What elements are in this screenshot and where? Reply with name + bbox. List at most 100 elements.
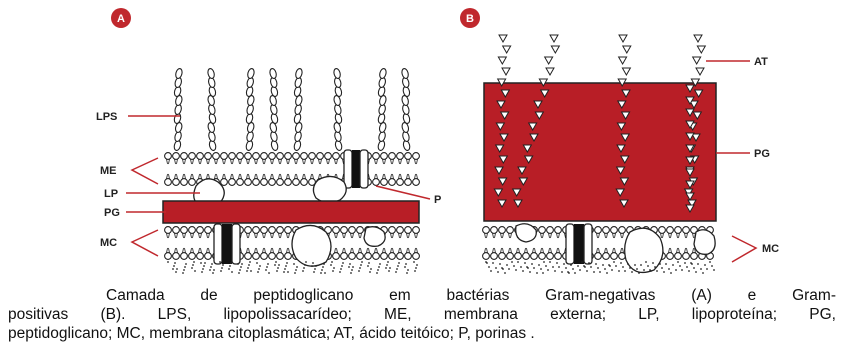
cytoplasm-dot xyxy=(201,271,203,273)
cytoplasmic-lipid-b-head xyxy=(603,253,610,260)
cytoplasmic-lipid-b-head xyxy=(547,253,554,260)
teichoic-acid-unit xyxy=(498,57,506,64)
membrane-protein-channel xyxy=(222,224,232,264)
cytoplasm-dot xyxy=(540,268,542,270)
outer-membrane-lipid-head xyxy=(413,179,420,186)
outer-membrane-lipid-head xyxy=(229,179,236,186)
panel-a-badge-letter: A xyxy=(117,13,125,25)
cytoplasm-dot xyxy=(250,270,252,272)
cytoplasm-dot xyxy=(415,267,417,269)
cytoplasm-dot xyxy=(339,271,341,273)
cytoplasm-dot xyxy=(246,270,248,272)
cytoplasmic-lipid-a-head xyxy=(181,253,188,260)
cytoplasm-dot xyxy=(665,263,667,265)
teichoic-acid-unit xyxy=(503,46,511,53)
cytoplasm-dot xyxy=(577,265,579,267)
outer-membrane-lipid-head xyxy=(373,153,380,160)
outer-membrane-lipid-head xyxy=(389,153,396,160)
cytoplasm-dot xyxy=(311,265,313,267)
p-pointer xyxy=(376,186,430,199)
cytoplasm-dot xyxy=(238,272,240,274)
cytoplasmic-lipid-a-head xyxy=(397,253,404,260)
outer-membrane-lipid-head xyxy=(389,179,396,186)
mc-bracket-b xyxy=(732,236,756,262)
cytoplasmic-lipid-a-head xyxy=(269,253,276,260)
cytoplasm-dot xyxy=(517,261,519,263)
cytoplasm-dot xyxy=(593,271,595,273)
cytoplasm-dot xyxy=(305,261,307,263)
cytoplasm-dot xyxy=(249,261,251,263)
cytoplasm-dot xyxy=(508,268,510,270)
cytoplasmic-lipid-b-head xyxy=(507,227,514,234)
cytoplasm-dot xyxy=(654,266,656,268)
cytoplasm-dot xyxy=(167,261,169,263)
outer-membrane-lipid-head xyxy=(189,179,196,186)
cytoplasm-dot xyxy=(183,269,185,271)
cytoplasm-dot xyxy=(586,270,588,272)
membrane-protein-blob xyxy=(292,225,331,266)
cytoplasm-dot xyxy=(558,266,560,268)
cytoplasm-dot xyxy=(515,269,517,271)
mc-bracket-a xyxy=(132,230,158,256)
membrane-protein xyxy=(232,224,240,264)
cytoplasm-dot xyxy=(228,268,230,270)
cytoplasmic-lipid-b-head xyxy=(483,253,490,260)
cytoplasm-dot xyxy=(257,271,259,273)
cytoplasm-dot xyxy=(406,272,408,274)
cytoplasm-dot xyxy=(597,267,599,269)
cytoplasmic-lipid-a-head xyxy=(189,253,196,260)
outer-membrane-lipid-head xyxy=(189,153,196,160)
lps-bead xyxy=(379,68,387,79)
cytoplasmic-lipid-b-head xyxy=(539,227,546,234)
cytoplasm-dot xyxy=(574,272,576,274)
cytoplasmic-lipid-b-head xyxy=(531,253,538,260)
cytoplasmic-lipid-a-head xyxy=(261,253,268,260)
cytoplasmic-lipid-a-head xyxy=(349,253,356,260)
cytoplasm-dot xyxy=(209,269,211,271)
cytoplasm-dot xyxy=(331,261,333,263)
cytoplasm-dot xyxy=(706,268,708,270)
cytoplasm-dot xyxy=(259,265,261,267)
cytoplasm-dot xyxy=(700,268,702,270)
cytoplasmic-lipid-a-head xyxy=(245,227,252,234)
cytoplasm-dot xyxy=(296,266,298,268)
cytoplasm-dot xyxy=(640,264,642,266)
outer-membrane-lipid-head xyxy=(221,179,228,186)
cytoplasmic-membrane-b xyxy=(483,224,716,274)
cytoplasm-dot xyxy=(627,263,629,265)
cytoplasm-dot xyxy=(413,261,415,263)
cytoplasm-dot xyxy=(611,269,613,271)
cytoplasm-dot xyxy=(321,269,323,271)
cytoplasm-dot xyxy=(407,269,409,271)
cytoplasmic-lipid-a-head xyxy=(373,253,380,260)
cytoplasm-dot xyxy=(222,264,224,266)
cytoplasmic-lipid-a-head xyxy=(205,227,212,234)
cytoplasm-dot xyxy=(389,267,391,269)
cytoplasm-dot xyxy=(397,265,399,267)
lps-bead xyxy=(207,68,215,79)
cytoplasm-dot xyxy=(352,266,354,268)
cell-wall-diagram: A LPS ME LP PG MC P B AT PG MC xyxy=(0,0,843,300)
cytoplasm-dot xyxy=(274,264,276,266)
cytoplasm-dot xyxy=(182,272,184,274)
cytoplasm-dot xyxy=(414,270,416,272)
cytoplasm-dot xyxy=(220,270,222,272)
cytoplasmic-lipid-a-head xyxy=(381,253,388,260)
cytoplasm-dot xyxy=(312,262,314,264)
cytoplasmic-lipid-a-head xyxy=(405,253,412,260)
teichoic-acid-unit xyxy=(550,35,558,42)
cytoplasm-dot xyxy=(377,269,379,271)
cytoplasmic-lipid-a-head xyxy=(197,253,204,260)
cytoplasmic-lipid-b-head xyxy=(603,227,610,234)
teichoic-acid-unit xyxy=(694,35,702,42)
teichoic-acid-unit xyxy=(619,57,627,64)
cytoplasm-dot xyxy=(590,266,592,268)
cytoplasm-dot xyxy=(248,264,250,266)
cytoplasm-dot xyxy=(284,268,286,270)
cytoplasm-dot xyxy=(388,270,390,272)
lp-label: LP xyxy=(104,188,118,200)
cytoplasm-dot xyxy=(684,262,686,264)
cytoplasm-dot xyxy=(634,264,636,266)
cytoplasm-dot xyxy=(565,267,567,269)
membrane-protein xyxy=(584,224,592,264)
